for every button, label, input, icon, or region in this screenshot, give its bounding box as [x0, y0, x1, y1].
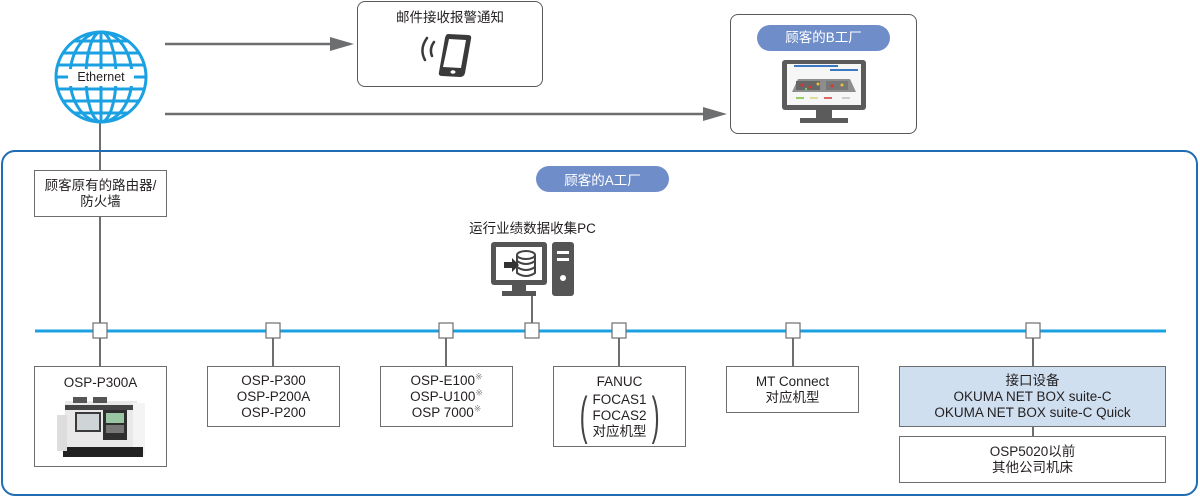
factory-b-label: 顾客的B工厂 — [757, 25, 890, 51]
legacy-machines-box: OSP5020以前 其他公司机床 — [899, 436, 1166, 483]
email-alert-box: 邮件接收报警通知 — [357, 1, 543, 87]
left-paren: ( — [579, 387, 588, 445]
machine-label: OSP 7000※ — [411, 403, 482, 421]
router-label-line2: 防火墙 — [80, 193, 121, 209]
machine-label: 对应机型 — [592, 424, 647, 439]
note-mark: ※ — [473, 403, 482, 413]
machine-label: FOCAS2 — [592, 408, 647, 423]
database-pc-icon — [491, 242, 574, 296]
note-mark: ※ — [475, 371, 483, 381]
bus-node — [524, 322, 540, 339]
legacy-label-line1: OSP5020以前 — [989, 443, 1076, 459]
arrow-head-factory-b — [703, 107, 727, 121]
globe-icon — [54, 30, 148, 124]
machine-name: OSP-U100 — [410, 388, 476, 404]
machine-label: OSP-P200 — [241, 404, 306, 420]
router-label-line1: 顾客原有的路由器/ — [44, 177, 157, 193]
smartphone-signal-icon — [421, 34, 472, 77]
bus-node — [92, 322, 108, 339]
note-mark: ※ — [475, 387, 483, 397]
machine-label: FOCAS1 — [592, 392, 647, 407]
collector-pc-label: 运行业绩数据收集PC — [469, 221, 596, 236]
machine-label: OSP-U100※ — [410, 387, 483, 405]
focas-group: ( FOCAS1 FOCAS2 对应机型 ) — [575, 390, 664, 442]
machine-label: MT Connect — [755, 373, 830, 389]
email-alert-title: 邮件接收报警通知 — [396, 10, 504, 25]
machine-label: OSP-E100※ — [410, 371, 483, 389]
interface-label: 接口设备 — [1005, 372, 1060, 388]
machine-label: FANUC — [596, 374, 643, 389]
machine-tool-image — [56, 397, 145, 457]
bus-node — [265, 322, 281, 339]
factory-a-boundary — [1, 150, 1198, 496]
bus-node — [438, 322, 454, 339]
machine-label: 对应机型 — [765, 389, 820, 405]
machine-box-osp-e100-series: OSP-E100※ OSP-U100※ OSP 7000※ — [380, 366, 513, 427]
interface-label: OKUMA NET BOX suite-C — [953, 388, 1112, 404]
machine-name: OSP-E100 — [410, 372, 475, 388]
machine-label: OSP-P300 — [241, 372, 306, 388]
focas-lines: FOCAS1 FOCAS2 对应机型 — [592, 392, 646, 440]
bus-node — [611, 322, 627, 339]
interface-label: OKUMA NET BOX suite-C Quick — [934, 404, 1131, 420]
internet-node: Ethernet — [54, 30, 148, 126]
machine-name: OSP 7000 — [411, 404, 474, 420]
bus-node — [785, 322, 801, 339]
right-paren: ) — [651, 387, 660, 445]
arrow-head-email — [330, 37, 354, 51]
legacy-label-line2: 其他公司机床 — [992, 459, 1073, 475]
factory-a-label: 顾客的A工厂 — [536, 166, 669, 192]
interface-device-box: 接口设备 OKUMA NET BOX suite-C OKUMA NET BOX… — [899, 366, 1166, 427]
ethernet-label: Ethernet — [77, 70, 125, 84]
machine-box-fanuc: FANUC ( FOCAS1 FOCAS2 对应机型 ) — [553, 366, 686, 447]
monitor-dashboard-icon — [781, 60, 866, 123]
machine-box-osp-p300a: OSP-P300A — [34, 366, 167, 467]
factory-b-box: 顾客的B工厂 — [730, 14, 917, 134]
machine-label: OSP-P300A — [63, 375, 138, 390]
machine-box-mtconnect: MT Connect 对应机型 — [726, 366, 859, 413]
bus-node — [1025, 322, 1041, 339]
router-firewall-box: 顾客原有的路由器/ 防火墙 — [34, 170, 167, 217]
machine-box-osp-p300-series: OSP-P300 OSP-P200A OSP-P200 — [207, 366, 340, 427]
machine-label: OSP-P200A — [236, 388, 311, 404]
